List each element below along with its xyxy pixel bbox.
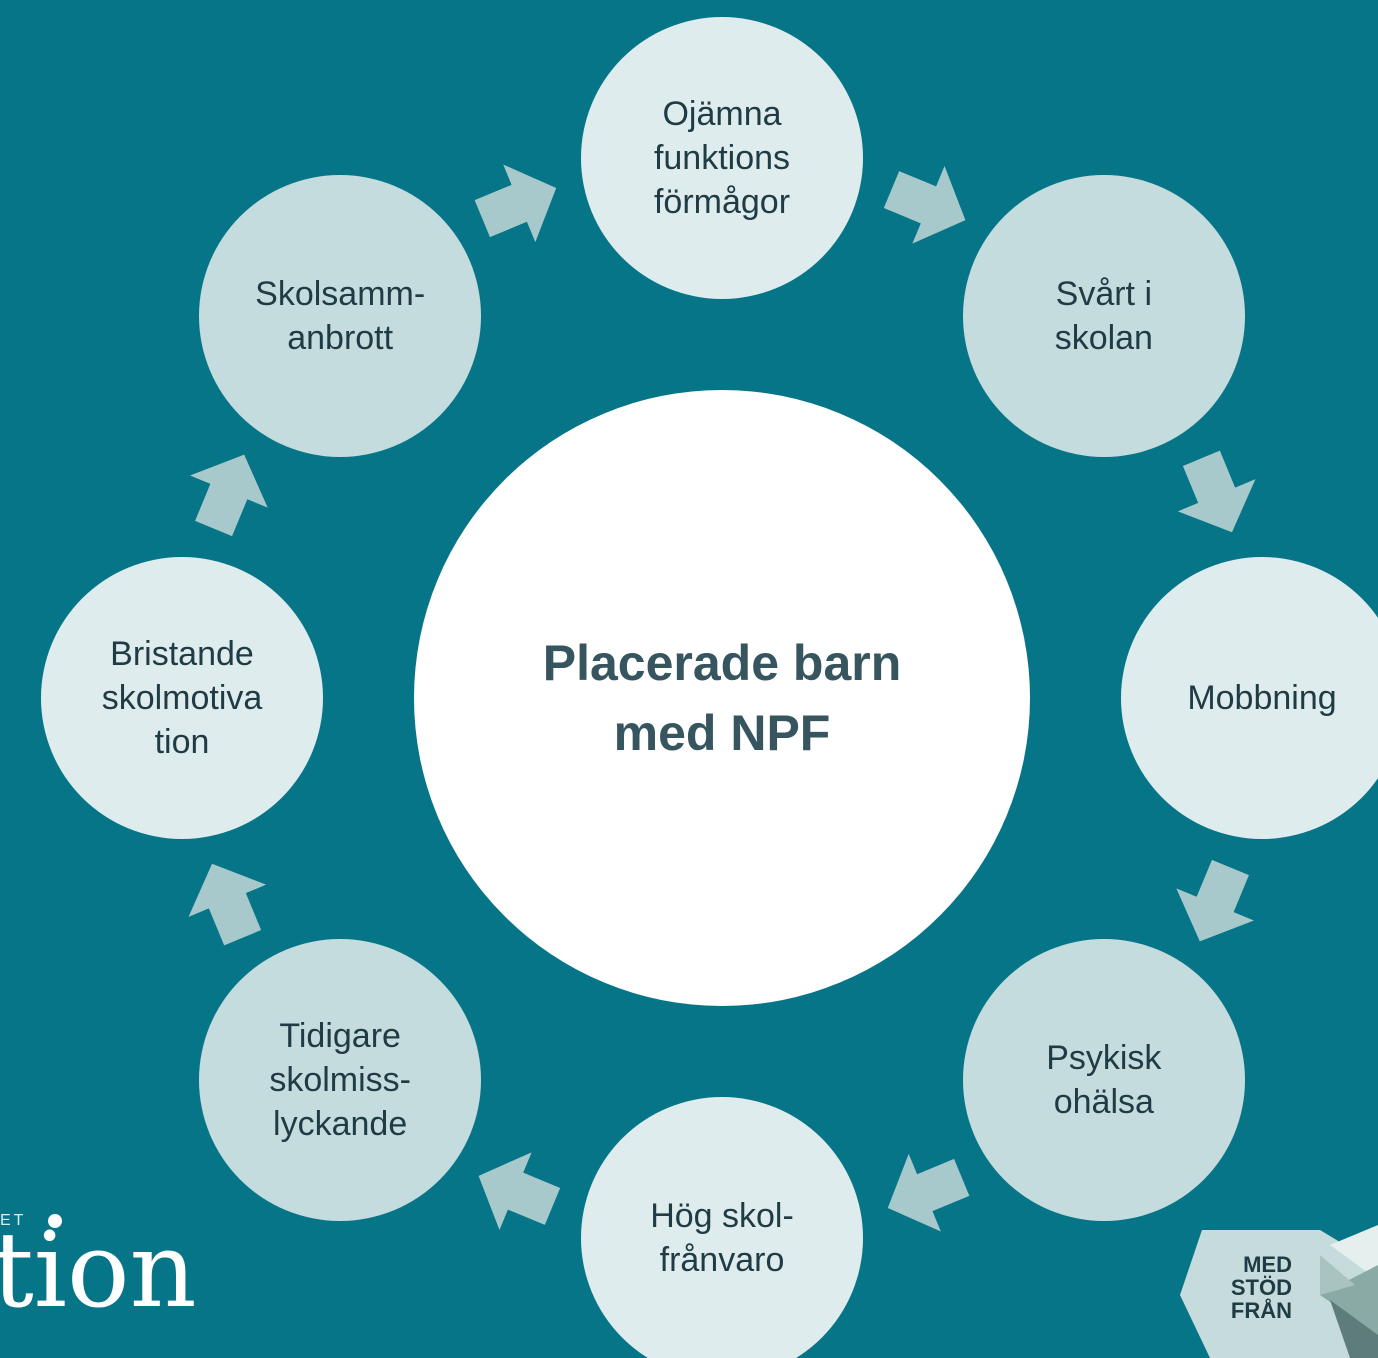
node-mobbning: Mobbning (1121, 557, 1378, 839)
left-logo-dot (48, 1214, 62, 1228)
node-ojamna: Ojämna funktions förmågor (581, 17, 863, 299)
med-stod-fran-logo: MED STÖD FRÅN (1180, 1225, 1378, 1358)
center-node-label: Placerade barn med NPF (414, 390, 1030, 1006)
cycle-arrow-2 (1177, 450, 1256, 533)
left-logo: ET tion (0, 1210, 260, 1330)
logo-badge-text: MED STÖD FRÅN (1230, 1252, 1292, 1324)
left-logo-small-text: ET (0, 1212, 27, 1229)
cycle-arrow-6 (188, 863, 267, 946)
node-tidigare: Tidigare skolmiss- lyckande (199, 938, 482, 1221)
node-hog: Hög skol- frånvaro (581, 1097, 863, 1358)
left-logo-word: tion (0, 1209, 197, 1331)
cycle-arrow-3 (1176, 859, 1254, 942)
node-bristande: Bristande skolmotiva tion (41, 557, 323, 839)
cycle-arrow-4 (887, 1153, 970, 1232)
cycle-arrow-5 (478, 1152, 561, 1230)
node-svart: Svårt i skolan (962, 175, 1245, 458)
node-psykisk: Psykisk ohälsa (962, 938, 1245, 1221)
cycle-arrow-1 (883, 166, 966, 244)
cycle-arrow-7 (190, 454, 268, 537)
cycle-arrow-8 (474, 164, 557, 243)
node-skolsamm: Skolsamm- anbrott (199, 175, 482, 458)
logo-badge-shape (1180, 1225, 1378, 1358)
